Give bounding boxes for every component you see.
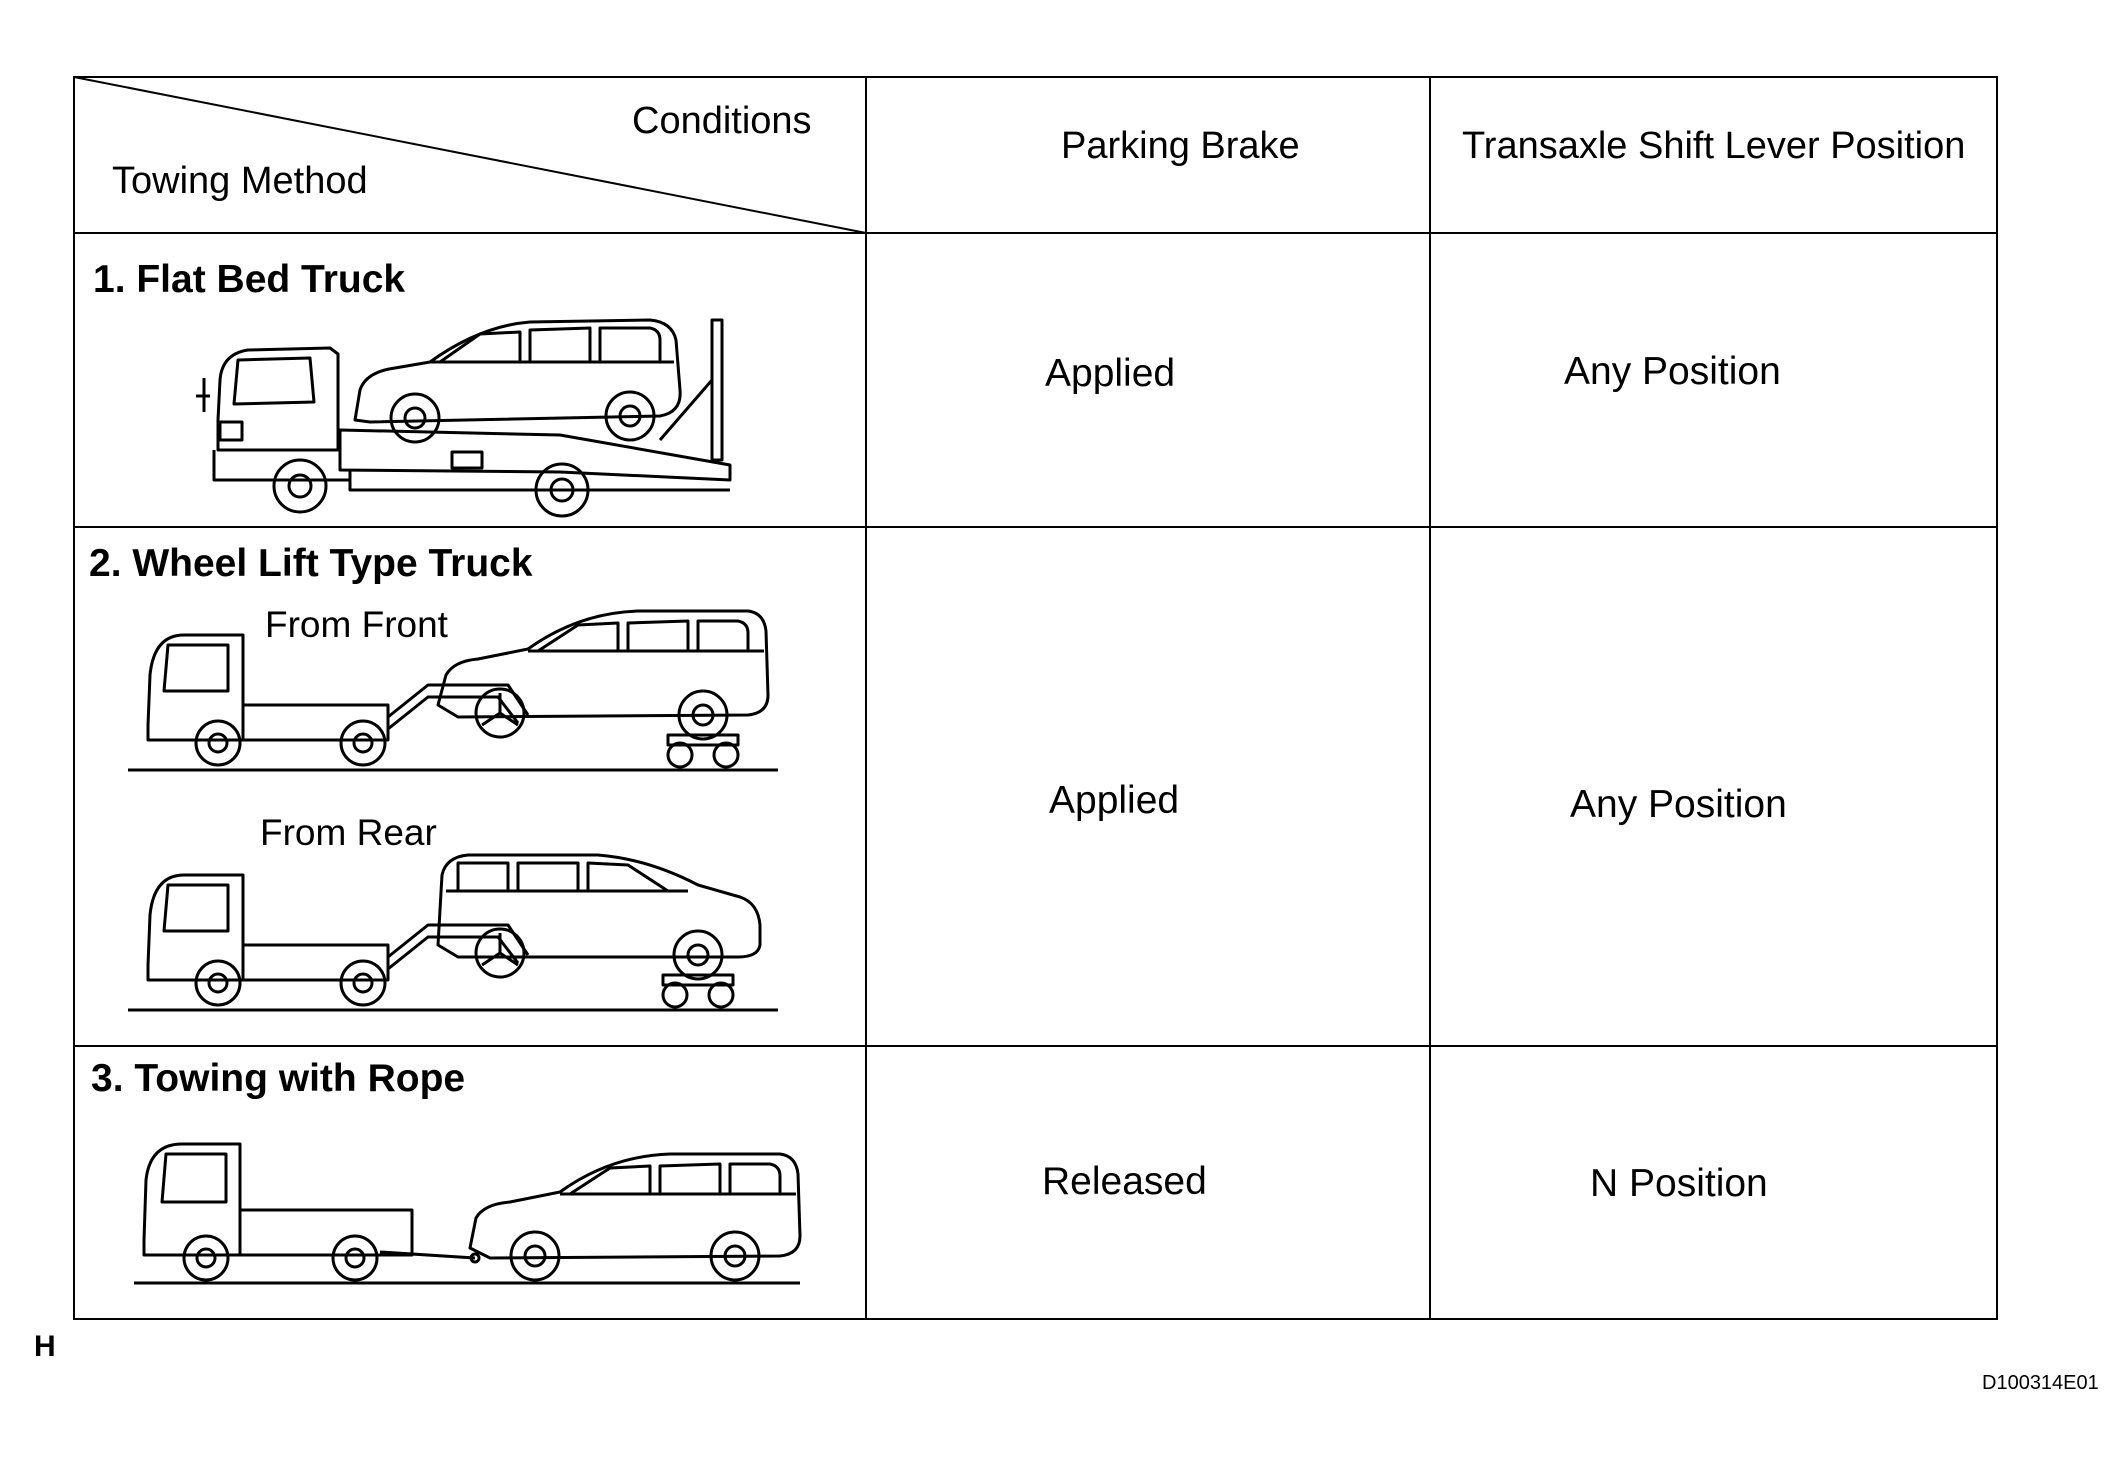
flat-bed-truck-illustration — [190, 300, 750, 530]
wheel-lift-from-front-illustration — [128, 605, 778, 775]
row-1-method: 1. Flat Bed Truck — [93, 258, 406, 301]
wheel-lift-from-rear-illustration — [128, 845, 778, 1015]
figure-code: D100314E01 — [1982, 1372, 2099, 1394]
row-3-method: 3. Towing with Rope — [91, 1057, 466, 1100]
footer-left-mark: H — [34, 1330, 56, 1363]
header-shift-lever: Transaxle Shift Lever Position — [1462, 125, 1966, 167]
header-towing-method: Towing Method — [112, 160, 368, 202]
row-1-shift-lever: Any Position — [1564, 350, 1781, 393]
row-2-parking-brake: Applied — [1049, 779, 1180, 822]
header-parking-brake: Parking Brake — [1061, 125, 1300, 167]
row-3-shift-lever: N Position — [1590, 1162, 1768, 1205]
header-diagonal — [73, 76, 867, 234]
row-2-shift-lever: Any Position — [1570, 783, 1787, 826]
header-conditions: Conditions — [632, 100, 812, 142]
row-2-method: 2. Wheel Lift Type Truck — [89, 542, 533, 585]
row-1-parking-brake: Applied — [1045, 352, 1176, 395]
row-3-parking-brake: Released — [1042, 1160, 1207, 1203]
row-2-from-rear: From Rear — [260, 812, 437, 853]
row-2-from-front: From Front — [265, 604, 448, 645]
towing-with-rope-illustration — [130, 1140, 810, 1290]
